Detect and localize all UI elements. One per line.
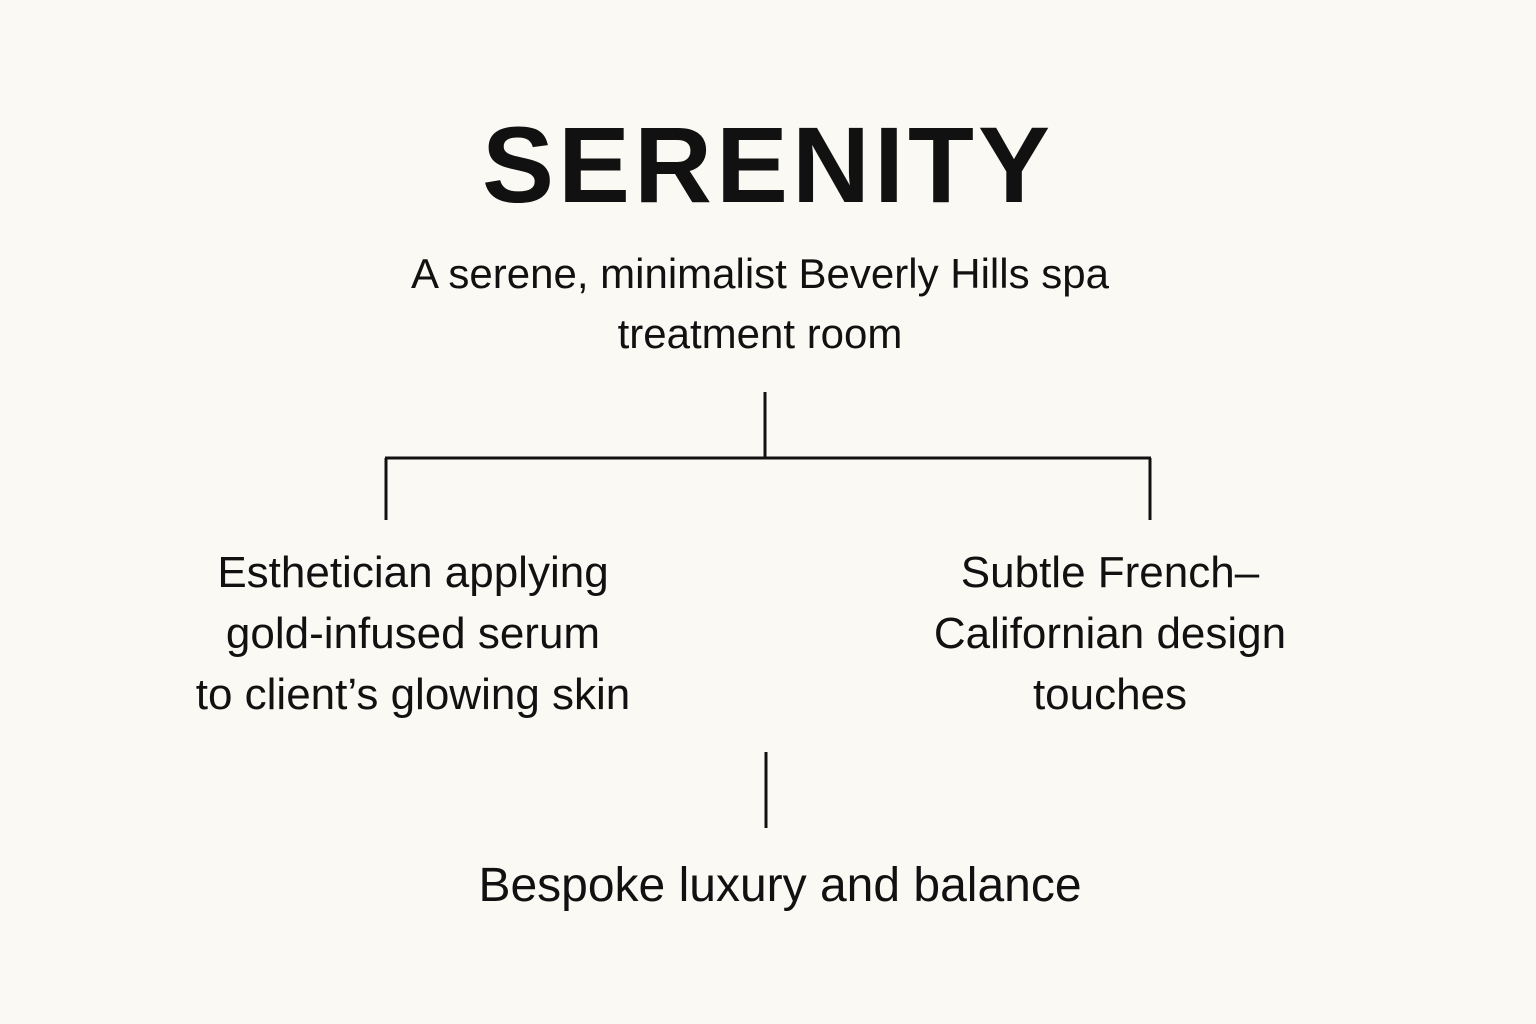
- conclusion-node: Bespoke luxury and balance: [478, 859, 1082, 912]
- diagram-title: SERENITY: [481, 104, 1055, 225]
- root-node-line: treatment room: [617, 310, 903, 357]
- branch-node-right: Subtle French– Californian design touche…: [850, 542, 1370, 725]
- branch-node-line: Esthetician applying: [217, 548, 609, 597]
- branch-node-line: gold-infused serum: [225, 609, 601, 658]
- branch-node-line: touches: [1032, 670, 1188, 719]
- root-node-line: A serene, minimalist Beverly Hills spa: [411, 250, 1109, 297]
- branch-node-left: Esthetician applying gold-infused serum …: [130, 542, 696, 725]
- branch-node-line: Subtle French–: [960, 548, 1260, 597]
- branch-node-line: Californian design: [933, 609, 1287, 658]
- branch-node-line: to client’s glowing skin: [195, 670, 631, 719]
- root-node: A serene, minimalist Beverly Hills spa t…: [330, 244, 1190, 364]
